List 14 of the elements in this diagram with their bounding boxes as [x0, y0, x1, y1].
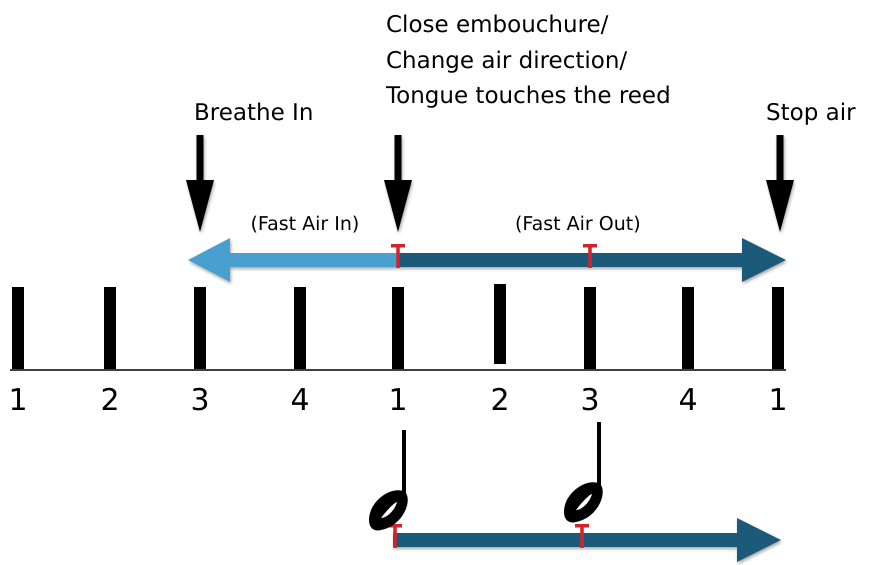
beat-number: 1 — [388, 382, 408, 420]
beat-number: 4 — [678, 382, 698, 420]
beat-number: 1 — [8, 382, 28, 420]
annotation-text: Close embouchure/ Change air direction/ Tongue touches the reed — [386, 11, 672, 112]
beat-number: 3 — [580, 382, 600, 420]
beat-number: 1 — [768, 382, 788, 420]
annotation-text: Breathe In — [194, 99, 314, 128]
beat-number: 2 — [100, 382, 120, 420]
annotation-text: Stop air — [766, 99, 856, 128]
beat-number: 3 — [190, 382, 210, 420]
airflow-label: (Fast Air Out) — [515, 212, 641, 237]
airflow-label: (Fast Air In) — [250, 212, 360, 237]
beat-number: 4 — [290, 382, 310, 420]
beat-number: 2 — [490, 382, 510, 420]
